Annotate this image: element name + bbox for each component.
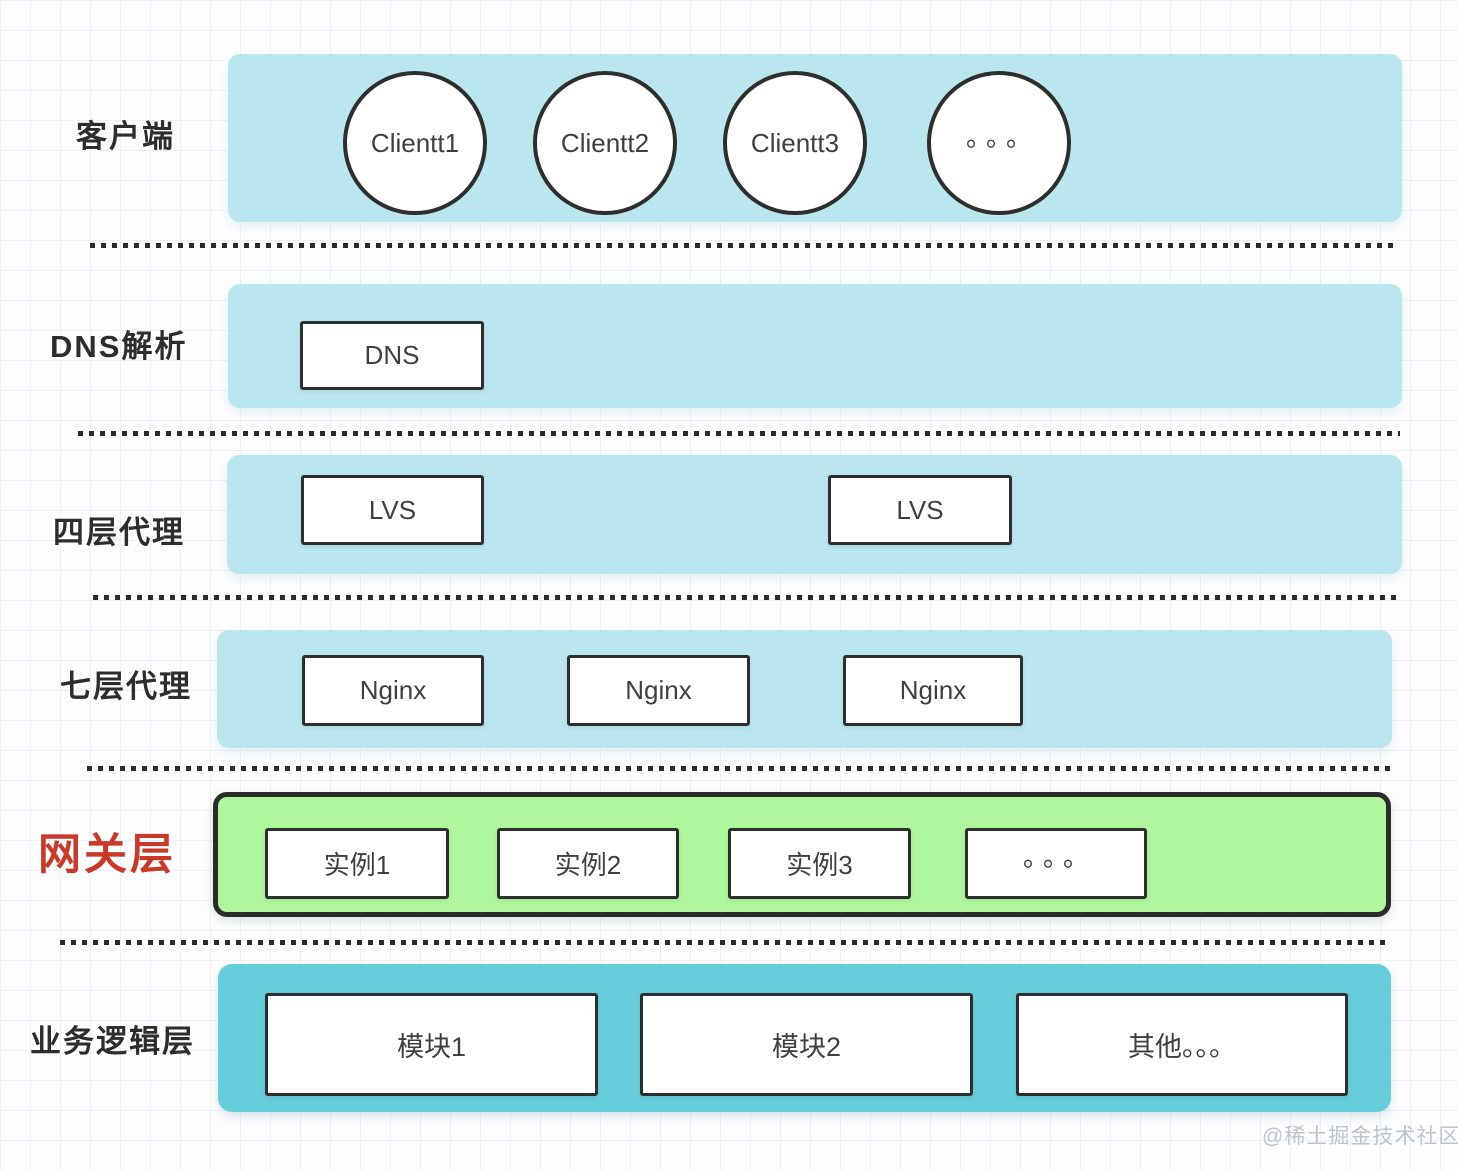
watermark: @稀土掘金技术社区 [1262, 1125, 1458, 1148]
gateway-instance-ellipsis: 。。。 [965, 828, 1147, 899]
lvs-node-1: LVS [301, 475, 484, 545]
lvs-node-1-label: LVS [368, 494, 417, 525]
lvs-node-2: LVS [828, 475, 1012, 545]
nginx-node-1-label: Nginx [359, 675, 427, 705]
gateway-instance-2: 实例2 [497, 828, 679, 899]
separator-l4-l7 [93, 595, 1401, 600]
layer-label-l7-proxy: 七层代理 [60, 669, 192, 704]
layer-label-l4-proxy: 四层代理 [53, 515, 185, 550]
module-node-2: 模块2 [640, 993, 973, 1096]
client-node-2: Clientt2 [533, 71, 677, 215]
gateway-instance-1: 实例1 [265, 828, 449, 899]
nginx-node-3: Nginx [843, 655, 1023, 726]
client-node-3: Clientt3 [723, 71, 867, 215]
client-node-2-label: Clientt2 [560, 127, 650, 158]
nginx-node-2: Nginx [567, 655, 750, 726]
gateway-instance-3: 实例3 [728, 828, 911, 899]
module-node-other-label: 其他。。。 [1128, 1032, 1236, 1062]
module-node-1-label: 模块1 [396, 1032, 467, 1062]
dns-node: DNS [300, 321, 484, 390]
dns-node-label: DNS [364, 340, 420, 370]
gateway-instance-ellipsis-label: 。。。 [1022, 841, 1096, 872]
module-node-1: 模块1 [265, 993, 598, 1096]
separator-gateway-business [60, 940, 1389, 945]
gateway-instance-2-label: 实例2 [554, 850, 622, 880]
layer-label-client: 客户端 [76, 119, 175, 154]
layer-label-dns: DNS解析 [50, 329, 188, 364]
client-node-3-label: Clientt3 [750, 127, 840, 158]
module-node-other: 其他。。。 [1016, 993, 1348, 1096]
separator-l7-gateway [87, 766, 1390, 771]
lvs-node-2-label: LVS [896, 494, 944, 525]
layer-label-gateway: 网关层 [38, 831, 176, 879]
nginx-node-1: Nginx [302, 655, 484, 726]
module-node-2-label: 模块2 [771, 1032, 842, 1062]
nginx-node-2-label: Nginx [625, 675, 692, 705]
client-node-1: Clientt1 [343, 71, 487, 215]
client-node-ellipsis-label: 。。。 [965, 121, 1039, 152]
client-node-ellipsis: 。。。 [927, 71, 1071, 215]
gateway-instance-1-label: 实例1 [323, 850, 391, 880]
layer-label-business: 业务逻辑层 [30, 1024, 195, 1059]
client-node-1-label: Clientt1 [370, 127, 460, 158]
separator-dns-l4 [78, 431, 1400, 436]
separator-client-dns [90, 243, 1394, 248]
gateway-instance-3-label: 实例3 [786, 850, 853, 880]
nginx-node-3-label: Nginx [899, 675, 967, 705]
